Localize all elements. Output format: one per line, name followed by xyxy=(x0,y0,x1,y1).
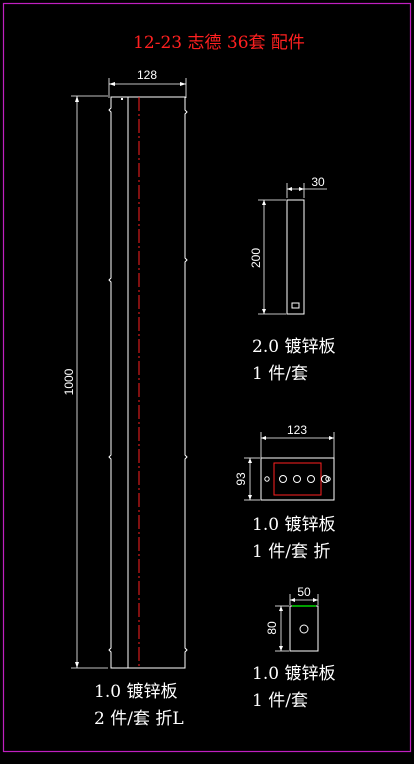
dim-arrow xyxy=(75,96,79,102)
dim-arrow xyxy=(261,436,266,440)
mount-hole xyxy=(264,476,270,482)
long-strip-height-dim: 1000 xyxy=(62,368,76,395)
dim-arrow xyxy=(329,436,334,440)
four-hole-plate-height-dim: 93 xyxy=(234,472,248,486)
four-hole-plate-label-line2: 1 件/套 折 xyxy=(252,542,330,562)
dim-arrow xyxy=(299,187,304,191)
four-hole-plate-width-dim: 123 xyxy=(287,423,307,437)
four-hole-plate-part: 123 93 xyxy=(234,423,335,501)
four-hole-plate-label-line1: 1.0 镀锌板 xyxy=(252,515,335,535)
dim-arrow xyxy=(248,458,252,463)
hole xyxy=(299,624,309,634)
dim-arrow xyxy=(180,82,186,86)
mark-dot xyxy=(121,98,123,100)
single-hole-plate-height-dim: 80 xyxy=(265,621,279,635)
single-hole-plate-label-line2: 1 件/套 xyxy=(252,691,308,711)
hole xyxy=(321,475,329,483)
long-strip-width-dim: 128 xyxy=(137,68,157,82)
dim-arrow xyxy=(262,200,266,205)
dim-arrow xyxy=(279,606,283,611)
small-strip-width-dim: 30 xyxy=(311,175,325,189)
small-strip-outline xyxy=(286,199,305,315)
dim-arrow xyxy=(75,662,79,668)
dim-arrow xyxy=(279,646,283,651)
small-strip-part: 30 200 xyxy=(249,175,327,315)
dim-arrow xyxy=(287,187,292,191)
hole xyxy=(279,475,287,483)
small-strip-height-dim: 200 xyxy=(249,248,263,268)
single-hole-plate-width-dim: 50 xyxy=(297,585,311,599)
small-strip-label-line2: 1 件/套 xyxy=(252,364,308,384)
long-strip-part: 128 1000 xyxy=(62,68,188,669)
dim-arrow xyxy=(290,598,295,602)
dim-arrow xyxy=(248,495,252,500)
long-strip-outline xyxy=(108,96,188,669)
dim-arrow xyxy=(262,309,266,314)
hole xyxy=(307,475,315,483)
single-hole-plate-label-line1: 1.0 镀锌板 xyxy=(252,664,335,684)
dim-arrow xyxy=(109,82,115,86)
hole xyxy=(293,475,301,483)
slot-hole xyxy=(291,302,300,309)
small-strip-label-line1: 2.0 镀锌板 xyxy=(252,337,335,357)
long-strip-label-line2: 2 件/套 折L xyxy=(94,709,184,729)
single-hole-plate-part: 50 80 xyxy=(265,585,319,652)
drawing-frame xyxy=(2,2,412,753)
drawing-title: 12-23 志德 36套 配件 xyxy=(133,33,305,53)
long-strip-label-line1: 1.0 镀锌板 xyxy=(94,682,177,702)
four-hole-plate-outline xyxy=(260,457,335,501)
dim-arrow xyxy=(313,598,318,602)
